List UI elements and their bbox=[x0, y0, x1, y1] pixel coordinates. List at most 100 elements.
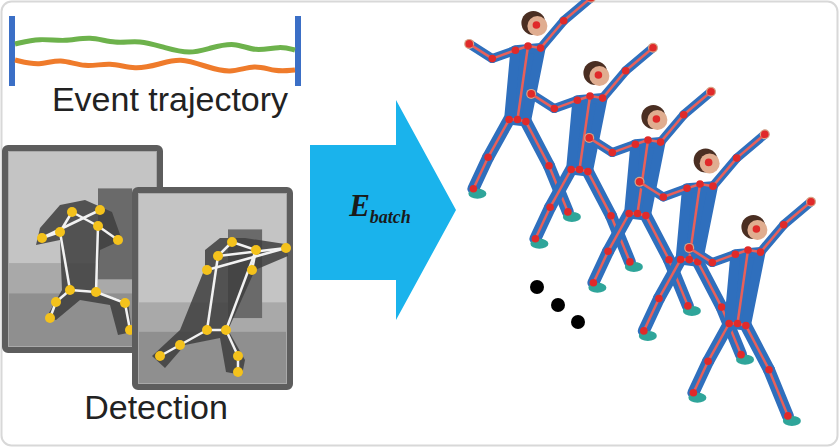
skeleton-bone bbox=[564, 0, 591, 21]
human-mesh bbox=[684, 197, 816, 426]
skeleton-joint bbox=[551, 105, 559, 113]
ellipsis-dot bbox=[571, 315, 585, 329]
skeleton-joint bbox=[604, 248, 612, 256]
keypoint bbox=[202, 265, 212, 275]
skeleton-joint bbox=[709, 259, 717, 267]
human-mesh bbox=[584, 87, 716, 316]
skeleton-joint bbox=[657, 138, 665, 146]
skeleton-joint bbox=[587, 0, 595, 2]
body-limb bbox=[593, 251, 608, 282]
body-limb bbox=[473, 157, 488, 189]
process-arrow: Ebatch bbox=[310, 100, 456, 320]
body-limb bbox=[684, 92, 711, 115]
body-limb bbox=[659, 260, 681, 299]
skeleton-joint bbox=[626, 258, 634, 266]
body-limb bbox=[589, 138, 612, 153]
skeleton-joint bbox=[696, 180, 704, 188]
skeleton-joint bbox=[753, 225, 761, 233]
keypoint-link bbox=[60, 232, 70, 290]
skeleton-bone bbox=[713, 158, 737, 186]
skeleton-bone bbox=[488, 120, 509, 158]
skeleton-joint bbox=[784, 412, 792, 420]
skeleton-joint bbox=[685, 256, 693, 264]
person-silhouette bbox=[36, 200, 132, 335]
skeleton-joint bbox=[634, 210, 642, 218]
skeleton-joint bbox=[560, 17, 568, 25]
skeleton-joint bbox=[718, 303, 726, 311]
skeleton-joint bbox=[677, 256, 685, 264]
skeleton-joint bbox=[564, 208, 572, 216]
body-torso bbox=[509, 48, 540, 122]
skeleton-joint bbox=[636, 178, 644, 186]
skeleton-joint bbox=[599, 94, 607, 102]
skeleton-joint bbox=[514, 116, 522, 124]
skeleton-joint bbox=[586, 92, 594, 100]
keypoint bbox=[37, 233, 47, 243]
trajectory-line bbox=[15, 60, 295, 71]
image-label-box: Detection bbox=[52, 388, 260, 427]
body-limb bbox=[689, 248, 712, 263]
keypoint bbox=[251, 245, 261, 255]
skeleton-joint bbox=[780, 221, 788, 229]
keypoint bbox=[202, 325, 212, 335]
skeleton-joint bbox=[707, 88, 715, 96]
skeleton-joint bbox=[527, 90, 535, 98]
skeleton-joint bbox=[609, 149, 617, 157]
head bbox=[647, 110, 667, 130]
skeleton-joint bbox=[512, 46, 520, 54]
skeleton-joint bbox=[632, 140, 640, 148]
keypoint bbox=[213, 251, 223, 261]
head bbox=[747, 220, 767, 240]
skeleton-joint bbox=[524, 42, 532, 50]
skeleton-joint bbox=[642, 212, 650, 220]
skeleton-joint bbox=[567, 166, 575, 174]
skeleton-joint bbox=[737, 351, 745, 359]
image-frame bbox=[135, 190, 290, 387]
skeleton-joint bbox=[680, 111, 688, 119]
keypoint bbox=[221, 325, 231, 335]
skeleton-joint bbox=[625, 210, 633, 218]
skeleton-bone bbox=[469, 44, 492, 59]
time-bar bbox=[9, 16, 15, 86]
skeleton-joint bbox=[733, 154, 741, 162]
skeleton-joint bbox=[584, 168, 592, 176]
skeleton-bone bbox=[746, 326, 769, 370]
head bbox=[527, 16, 547, 36]
head bbox=[700, 153, 720, 173]
subscript-text: batch bbox=[370, 207, 411, 227]
skeleton-joint bbox=[659, 193, 667, 201]
skeleton-joint bbox=[484, 154, 492, 162]
body-limb bbox=[526, 122, 549, 166]
skeleton-bone bbox=[593, 251, 608, 282]
plot-label-box: Event trajectory bbox=[18, 80, 322, 119]
skeleton-bone bbox=[761, 225, 784, 252]
body-limb bbox=[769, 370, 788, 416]
trajectory-plot bbox=[9, 16, 301, 86]
time-bar bbox=[295, 16, 301, 86]
body-torso bbox=[729, 252, 761, 326]
skeleton-joint bbox=[709, 182, 717, 190]
skeleton-joint bbox=[585, 134, 593, 142]
caption-text: Event trajectory bbox=[18, 80, 322, 119]
image-floor bbox=[139, 332, 286, 383]
skeleton-bone bbox=[684, 92, 711, 115]
body-limb bbox=[644, 298, 659, 330]
skeleton-joint bbox=[644, 136, 652, 144]
skeleton-joint bbox=[807, 198, 815, 206]
skeleton-bone bbox=[550, 170, 571, 208]
body-limb bbox=[640, 182, 664, 197]
keypoint bbox=[281, 243, 291, 253]
skeleton-bone bbox=[535, 207, 550, 239]
skeleton-joint bbox=[595, 71, 603, 79]
skeleton-joint bbox=[742, 322, 750, 330]
skeleton-bone bbox=[693, 361, 708, 393]
body-limb bbox=[588, 172, 611, 216]
skeleton-joint bbox=[533, 21, 541, 29]
body-limb bbox=[693, 361, 708, 393]
keypoint bbox=[120, 298, 130, 308]
detection-image bbox=[135, 190, 291, 387]
skeleton-bone bbox=[689, 248, 712, 263]
skeleton-joint bbox=[545, 162, 553, 170]
